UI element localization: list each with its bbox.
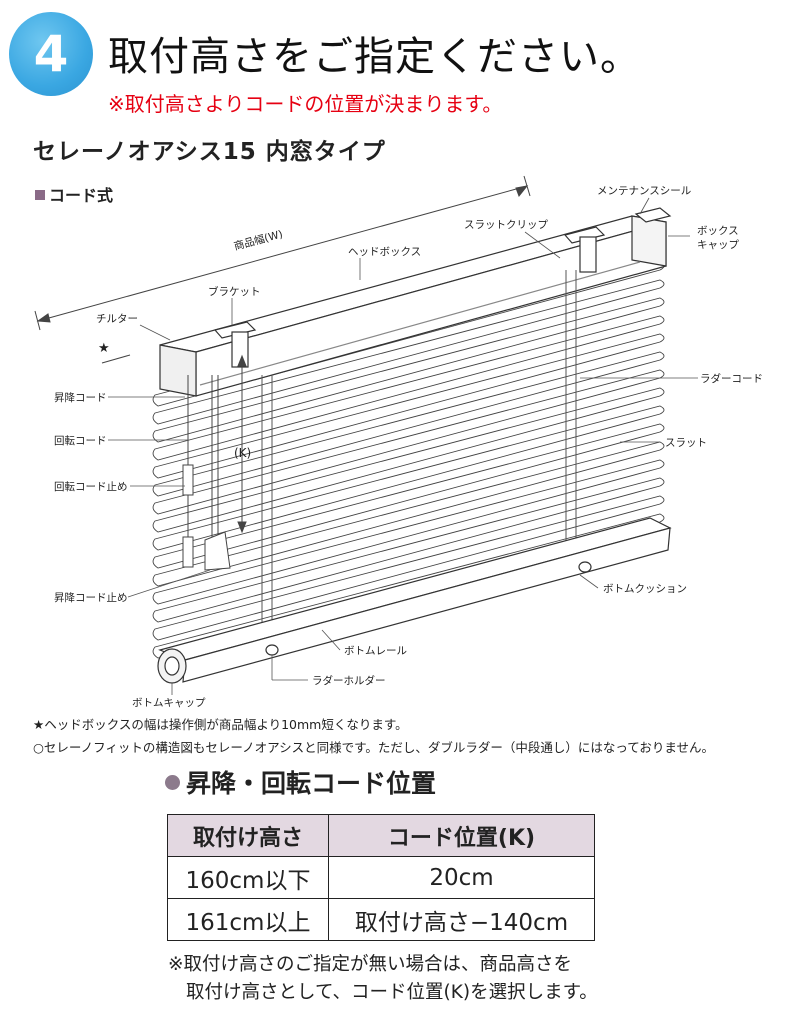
table-cell: 160cm以下 — [167, 856, 329, 899]
blind-structure-diagram: (K) 商品幅(W) ★ メンテナンスシール ボックス キャップ ヘッドボックス… — [34, 175, 763, 709]
bottom-rail-label: ボトムレール — [344, 645, 407, 657]
tilter-label: チルター — [96, 313, 138, 325]
square-bullet-icon — [35, 190, 45, 200]
cord-position-heading: 昇降・回転コード位置 — [165, 764, 436, 800]
table-header-height: 取付け高さ — [167, 814, 329, 857]
head-box — [159, 215, 667, 397]
table-header-row: 取付け高さ コード位置(K) — [167, 814, 595, 857]
width-dimension — [34, 175, 531, 364]
step-number-badge: 4 — [9, 12, 93, 96]
slat-clip-label: スラットクリップ — [464, 219, 548, 231]
head-box-label: ヘッドボックス — [348, 246, 421, 258]
slat — [152, 423, 665, 569]
bottom-cap-label: ボトムキャップ — [132, 697, 206, 709]
k-dimension — [237, 354, 247, 534]
cord-type-heading: コード式 — [35, 182, 113, 206]
slat-label: スラット — [665, 437, 707, 449]
slat — [152, 441, 665, 587]
table-cell: 取付け高さ−140cm — [328, 898, 595, 941]
bracket-label: ブラケット — [208, 285, 261, 298]
cord-position-title: 昇降・回転コード位置 — [186, 769, 437, 798]
leader-lines — [108, 197, 698, 695]
star-label: ★ — [98, 341, 110, 356]
lift-cord-stopper-label: 昇降コード止め — [54, 591, 128, 604]
ladder-cords — [261, 270, 577, 640]
bottom-note-line-1: ※取付け高さのご指定が無い場合は、商品高さを — [168, 954, 573, 975]
box-cap-label-1: ボックス — [697, 225, 739, 237]
slat — [152, 297, 665, 443]
table-row: 161cm以上 取付け高さ−140cm — [167, 898, 595, 941]
lift-cord-label: 昇降コード — [54, 391, 107, 404]
slat — [152, 333, 665, 479]
tilt-cord-label: 回転コード — [54, 435, 107, 447]
table-row: 160cm以下 20cm — [167, 856, 595, 899]
footnote-2: ○セレーノフィットの構造図もセレーノオアシスと同様です。ただし、ダブルラダー（中… — [33, 740, 715, 755]
slat — [152, 315, 665, 461]
product-name: セレーノオアシス15 内窓タイプ — [33, 139, 386, 165]
slat — [152, 495, 665, 641]
cord-type-label: コード式 — [49, 186, 114, 205]
step-title: 取付高さをご指定ください。 — [108, 34, 641, 80]
tilt-cord-stopper-label: 回転コード止め — [54, 481, 128, 493]
box-cap-label-2: キャップ — [697, 239, 739, 251]
slat — [152, 279, 665, 425]
step-note: ※取付高さよりコードの位置が決まります。 — [108, 92, 503, 116]
slat — [152, 351, 665, 497]
bottom-rail — [157, 517, 672, 684]
footnote-1: ★ヘッドボックスの幅は操作側が商品幅より10mm短くなります。 — [33, 717, 408, 732]
ladder-cord-label: ラダーコード — [700, 372, 763, 385]
ladder-holder-label: ラダーホルダー — [312, 674, 386, 687]
k-label: (K) — [234, 446, 251, 460]
bottom-note-line-2: 取付け高さとして、コード位置(K)を選択します。 — [186, 982, 598, 1003]
slat — [152, 459, 665, 605]
slat — [152, 387, 665, 533]
maintenance-seal-label: メンテナンスシール — [597, 185, 691, 197]
width-label: 商品幅(W) — [232, 227, 284, 253]
box-cap — [634, 207, 672, 223]
table-header-position: コード位置(K) — [328, 814, 595, 857]
table-cell: 161cm以上 — [167, 898, 329, 941]
circle-bullet-icon — [165, 775, 180, 790]
operation-cords — [182, 375, 231, 571]
cord-position-table: 取付け高さ コード位置(K) 160cm以下 20cm 161cm以上 取付け高… — [167, 814, 595, 941]
slat — [152, 477, 665, 623]
slat — [152, 405, 665, 551]
bottom-cushion-label: ボトムクッション — [603, 583, 687, 595]
table-cell: 20cm — [328, 856, 595, 899]
bracket — [213, 226, 606, 368]
